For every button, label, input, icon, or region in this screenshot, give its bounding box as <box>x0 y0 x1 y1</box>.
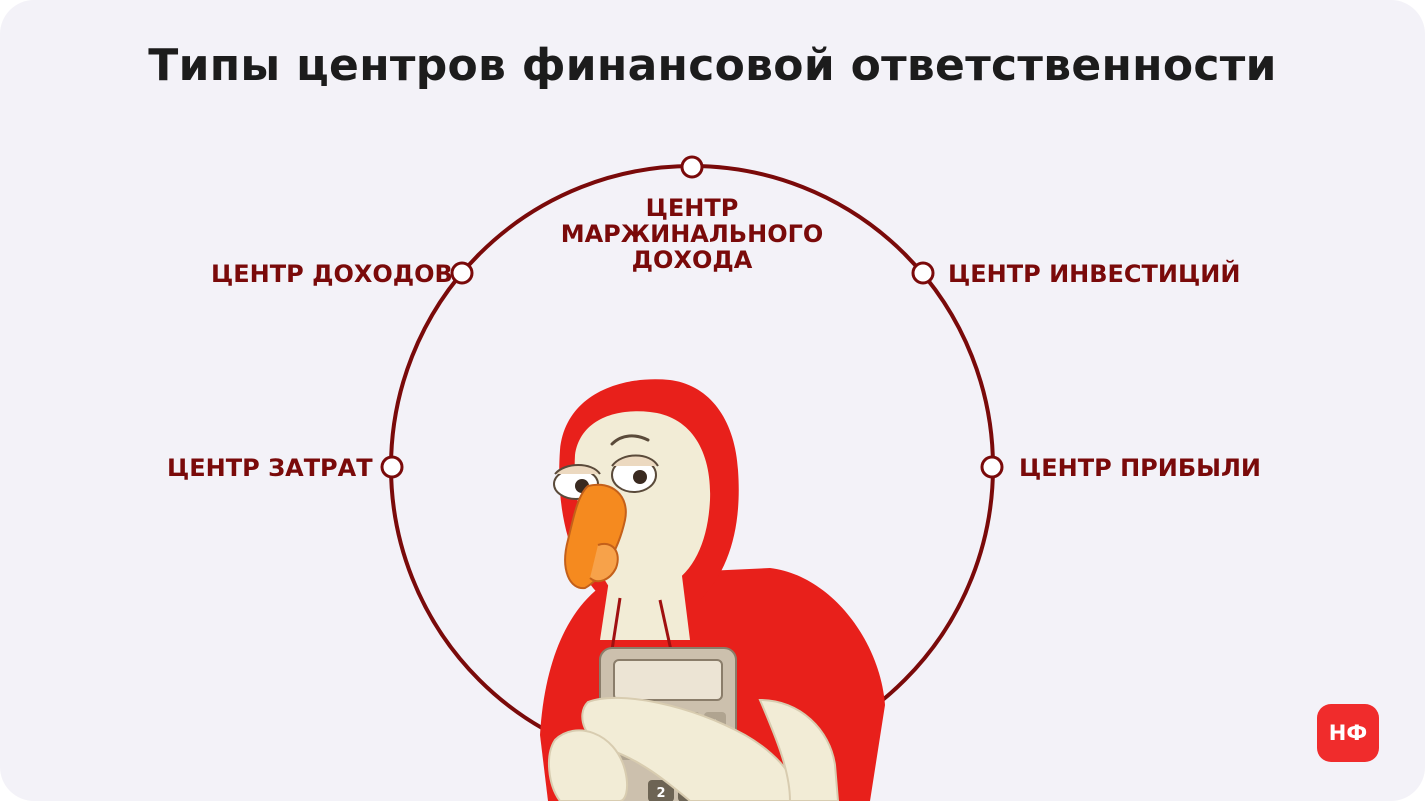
goose-mascot-illustration: % ÷ 2 3 <box>540 379 885 801</box>
label-line: ЦЕНТР <box>645 194 739 222</box>
node-marker-upper-left <box>450 261 474 285</box>
label-line: ДОХОДА <box>631 246 753 274</box>
page-title: Типы центров финансовой ответственности <box>148 40 1277 91</box>
label-margin-income-center: ЦЕНТР МАРЖИНАЛЬНОГО ДОХОДА <box>532 195 852 273</box>
node-marker-lower-right <box>980 455 1004 479</box>
label-revenue-center: ЦЕНТР ДОХОДОВ <box>211 260 453 288</box>
label-profit-center: ЦЕНТР ПРИБЫЛИ <box>1019 454 1262 482</box>
calculator-key-2: 2 <box>656 786 665 801</box>
node-marker-upper-right <box>911 261 935 285</box>
node-marker-lower-left <box>380 455 404 479</box>
label-investment-center: ЦЕНТР ИНВЕСТИЦИЙ <box>948 260 1241 288</box>
label-cost-center: ЦЕНТР ЗАТРАТ <box>167 454 373 482</box>
brand-logo: НФ <box>1317 704 1379 762</box>
node-marker-top <box>680 155 704 179</box>
label-line: МАРЖИНАЛЬНОГО <box>560 220 824 248</box>
